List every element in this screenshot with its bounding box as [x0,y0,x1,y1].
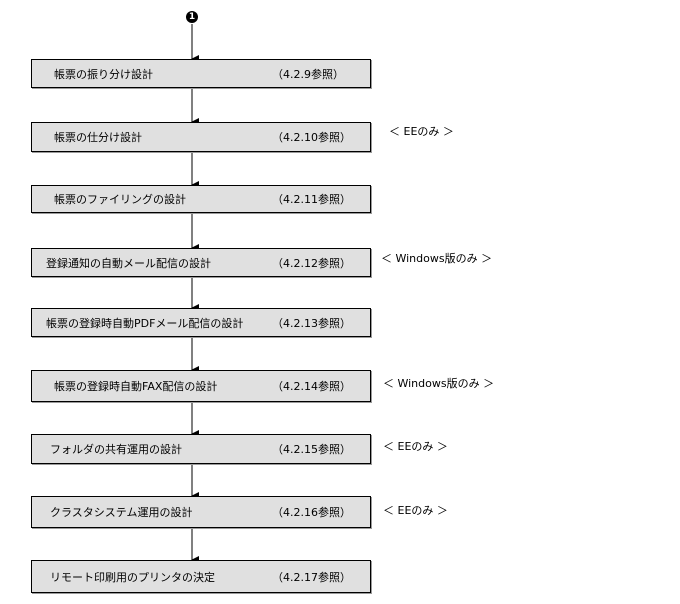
step-7-label: フォルダの共有運用の設計 [50,443,182,456]
step-6-label: 帳票の登録時自動FAX配信の設計 [54,380,218,393]
step-6-box: 帳票の登録時自動FAX配信の設計 （4.2.14参照） [31,370,371,402]
step-3-ref: （4.2.11参照） [272,193,351,206]
step-9-ref: （4.2.17参照） [272,570,351,584]
start-marker: 1 [186,11,198,23]
step-7-box: フォルダの共有運用の設計 （4.2.15参照） [31,434,371,464]
step-8-box: クラスタシステム運用の設計 （4.2.16参照） [31,496,371,528]
step-9-box: リモート印刷用のプリンタの決定 （4.2.17参照） [31,560,371,593]
step-4-box: 登録通知の自動メール配信の設計 （4.2.12参照） [31,248,371,277]
step-4-label: 登録通知の自動メール配信の設計 [46,256,211,270]
step-7-note: ＜ EEのみ ＞ [383,440,448,453]
step-2-box: 帳票の仕分け設計 （4.2.10参照） [31,122,371,152]
step-1-box: 帳票の振り分け設計 （4.2.9参照） [31,59,371,88]
step-5-label: 帳票の登録時自動PDFメール配信の設計 [46,316,244,330]
step-1-ref: （4.2.9参照） [272,67,344,81]
step-8-label: クラスタシステム運用の設計 [50,506,193,519]
step-2-note: ＜ EEのみ ＞ [389,125,454,138]
step-1-label: 帳票の振り分け設計 [54,67,153,81]
step-5-box: 帳票の登録時自動PDFメール配信の設計 （4.2.13参照） [31,308,371,337]
step-7-ref: （4.2.15参照） [272,443,351,456]
step-6-note: ＜ Windows版のみ ＞ [383,377,495,390]
step-6-ref: （4.2.14参照） [272,380,351,393]
step-8-note: ＜ EEのみ ＞ [383,504,448,517]
step-2-ref: （4.2.10参照） [272,131,351,144]
step-5-ref: （4.2.13参照） [272,316,351,330]
step-2-label: 帳票の仕分け設計 [54,131,142,144]
step-4-note: ＜ Windows版のみ ＞ [381,252,493,265]
step-3-box: 帳票のファイリングの設計 （4.2.11参照） [31,185,371,213]
step-4-ref: （4.2.12参照） [272,256,351,270]
step-3-label: 帳票のファイリングの設計 [54,193,186,206]
step-8-ref: （4.2.16参照） [272,506,351,519]
step-9-label: リモート印刷用のプリンタの決定 [50,570,215,584]
